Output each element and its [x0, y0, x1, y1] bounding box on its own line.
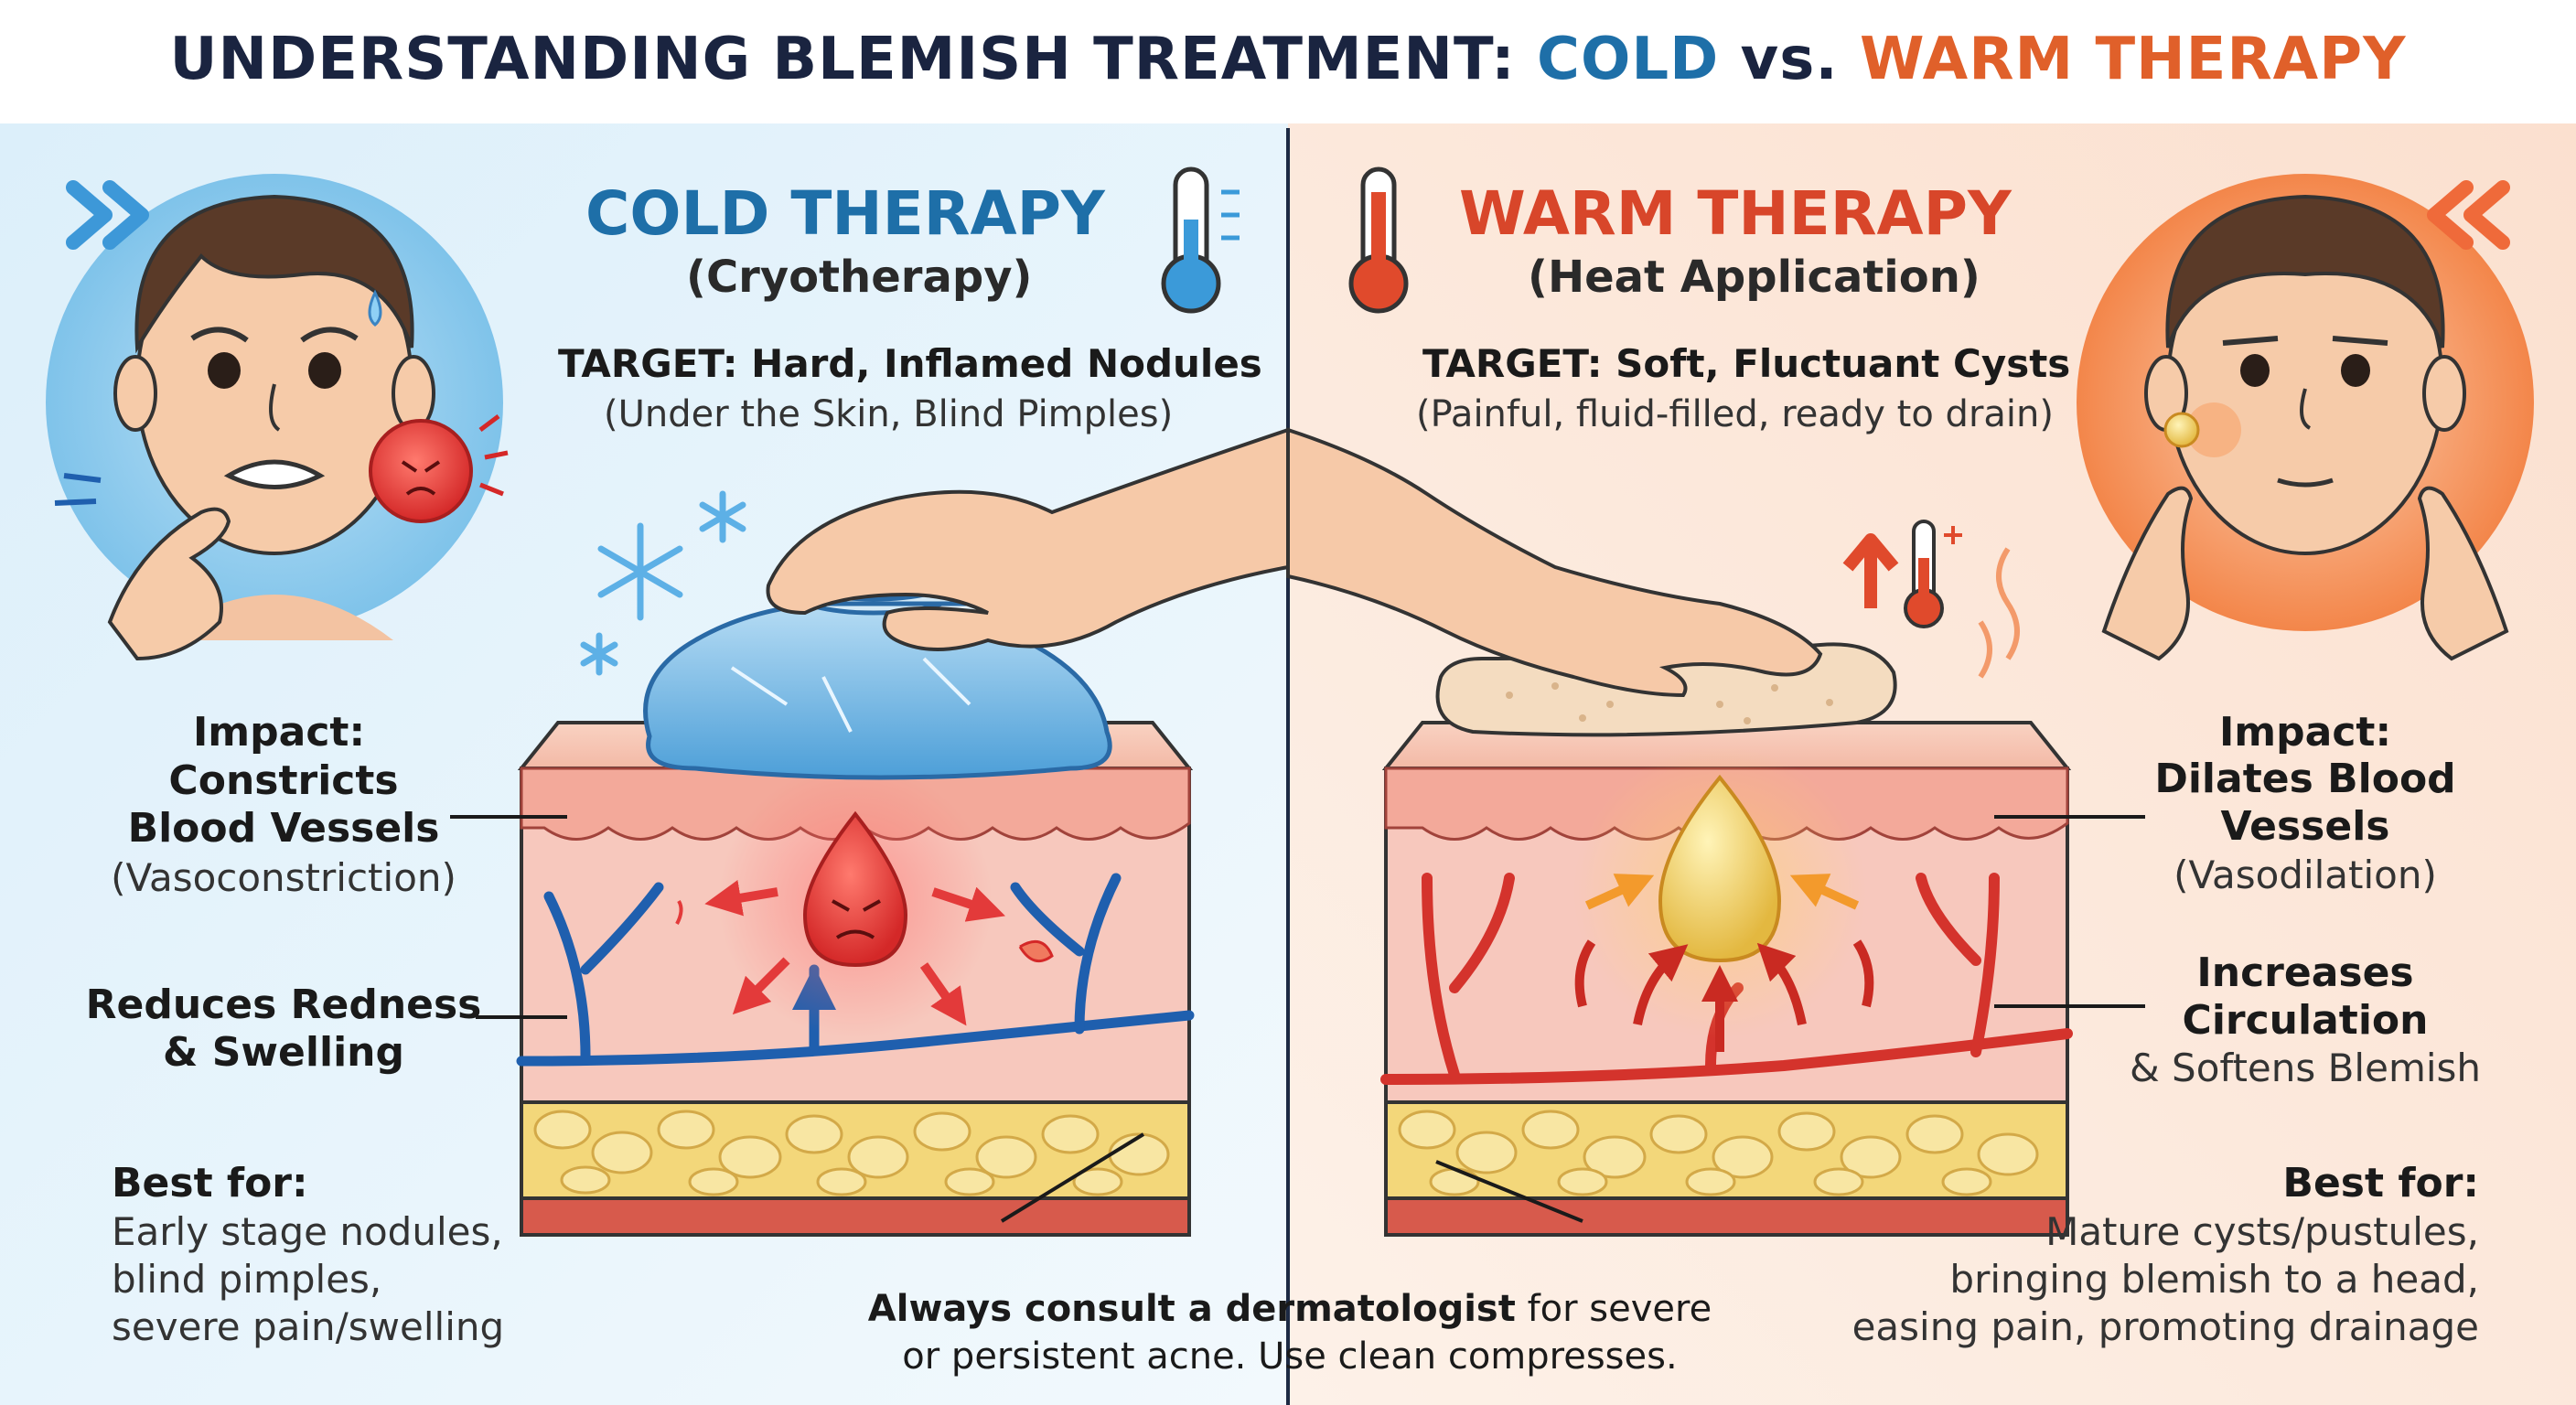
- cold-effect-line1: Reduces Redness: [85, 981, 482, 1028]
- title-cold: COLD: [1536, 26, 1720, 93]
- warm-thermometer-icon: [1348, 166, 1409, 314]
- warm-target-note: (Painful, fluid-filled, ready to drain): [1416, 393, 2054, 435]
- warm-hand-illustration: [1286, 427, 1823, 698]
- footer-note-emphasis: dermatologist: [1225, 1288, 1516, 1330]
- cold-target-note: (Under the Skin, Blind Pimples): [604, 393, 1174, 435]
- warm-skin-cross-section: [1380, 721, 2073, 1237]
- warm-impact-label: Impact:: [2218, 709, 2392, 756]
- warm-best-label: Best for:: [2282, 1160, 2479, 1207]
- warm-effect-line2: Circulation: [2182, 997, 2429, 1044]
- cold-hand-illustration: [766, 427, 1290, 651]
- cold-thermometer-icon: [1161, 166, 1240, 314]
- title-prefix: UNDERSTANDING BLEMISH TREATMENT:: [169, 26, 1537, 93]
- cold-face-illustration: [46, 174, 509, 661]
- cold-impact-line1: Constricts: [168, 757, 399, 804]
- warm-impact-line2: Vessels: [2220, 803, 2390, 850]
- warm-impact-note: (Vasodilation): [2174, 853, 2437, 897]
- warm-best-item: Mature cysts/pustules,: [2045, 1209, 2479, 1254]
- footer-note-part: for severe: [1515, 1288, 1712, 1330]
- cold-chevron-icon: [66, 180, 149, 250]
- warm-target: TARGET: Soft, Fluctuant Cysts: [1422, 341, 2071, 386]
- title-warm: WARM THERAPY: [1859, 26, 2407, 93]
- cold-subheading: (Cryotherapy): [686, 252, 1033, 303]
- leader-lines: [450, 815, 2145, 1223]
- warm-effect-note: & Softens Blemish: [2129, 1046, 2482, 1090]
- snowflake-icon: [580, 490, 746, 676]
- footer-note-line1: Always consult a dermatologist for sever…: [823, 1288, 1756, 1330]
- cold-best-item: Early stage nodules,: [112, 1209, 503, 1254]
- cold-effect-line2: & Swelling: [163, 1029, 404, 1076]
- warm-heading: WARM THERAPY: [1459, 178, 2012, 249]
- heat-rising-icon: [1842, 520, 2020, 679]
- warm-chevron-icon: [2427, 180, 2510, 250]
- warm-impact-line1: Dilates Blood: [2154, 756, 2456, 802]
- footer-note-part: Always consult a: [867, 1288, 1226, 1330]
- warm-effect-line1: Increases: [2196, 949, 2414, 996]
- cold-best-label: Best for:: [112, 1160, 308, 1207]
- cold-target: TARGET: Hard, Inflamed Nodules: [558, 341, 1262, 386]
- warm-best-item: easing pain, promoting drainage: [1852, 1304, 2479, 1349]
- cold-best-item: severe pain/swelling: [112, 1304, 505, 1349]
- cold-impact-note: (Vasoconstriction): [111, 855, 456, 900]
- warm-subheading: (Heat Application): [1528, 252, 1980, 303]
- title-vs: vs.: [1719, 26, 1860, 93]
- warm-face-illustration: [2077, 174, 2534, 661]
- cold-impact-line2: Blood Vessels: [127, 805, 440, 852]
- cold-skin-cross-section: [516, 721, 1195, 1237]
- cold-heading: COLD THERAPY: [585, 178, 1105, 249]
- cold-best-item: blind pimples,: [112, 1257, 382, 1302]
- cold-impact-label: Impact:: [192, 709, 366, 756]
- warm-best-item: bringing blemish to a head,: [1949, 1257, 2479, 1302]
- page-title: UNDERSTANDING BLEMISH TREATMENT: COLD vs…: [0, 26, 2576, 93]
- footer-note-line2: or persistent acne. Use clean compresses…: [902, 1335, 1678, 1378]
